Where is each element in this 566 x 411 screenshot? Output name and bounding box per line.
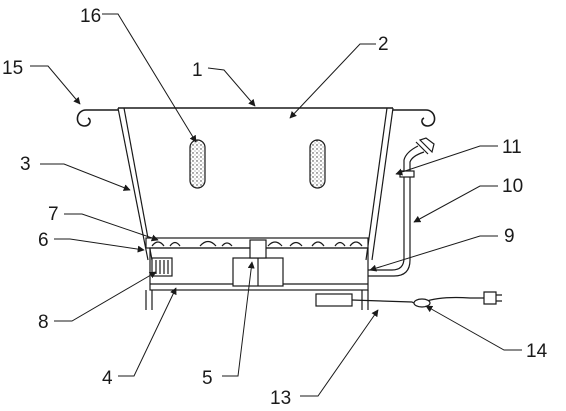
label-11: 11 <box>502 137 522 158</box>
leader-7 <box>64 213 159 242</box>
basin-inner-wall-right <box>365 107 388 261</box>
label-8: 8 <box>38 312 49 333</box>
left-leg <box>145 290 153 310</box>
outlet-elbow <box>403 145 425 171</box>
label-7: 7 <box>48 204 59 225</box>
leader-8 <box>54 271 157 322</box>
label-3: 3 <box>20 154 31 175</box>
leader-5 <box>222 261 255 377</box>
label-6: 6 <box>38 230 49 251</box>
label-5: 5 <box>202 368 213 389</box>
left-handle <box>76 109 118 127</box>
control-box <box>315 293 353 307</box>
label-9: 9 <box>504 226 515 247</box>
outlet-nozzle <box>415 137 435 155</box>
leader-1 <box>207 67 256 107</box>
label-13: 13 <box>270 388 291 409</box>
return-pipe <box>368 176 405 271</box>
label-15: 15 <box>2 58 23 79</box>
leader-6 <box>54 238 145 253</box>
basin-outer-wall-left <box>117 107 149 261</box>
leader-13 <box>300 309 379 397</box>
pump-shaft <box>249 239 267 259</box>
leader-14 <box>425 305 522 351</box>
label-4: 4 <box>102 368 113 389</box>
label-1: 1 <box>192 60 203 81</box>
label-2: 2 <box>378 34 389 55</box>
vent-slot-right <box>309 139 326 189</box>
leader-10 <box>413 185 498 223</box>
label-10: 10 <box>502 176 523 197</box>
leader-9 <box>369 235 498 272</box>
stones <box>151 240 363 247</box>
right-handle <box>393 109 436 127</box>
leader-15 <box>30 65 81 105</box>
vent-slot-left <box>189 139 206 189</box>
basin-inner-wall-left <box>123 107 153 261</box>
label-14: 14 <box>526 341 548 362</box>
power-plug <box>483 291 502 305</box>
label-16: 16 <box>80 6 101 27</box>
leader-2 <box>289 43 376 119</box>
fan-grille <box>155 260 169 274</box>
leader-4 <box>118 287 177 377</box>
leader-3 <box>40 163 131 191</box>
basin-outer-wall-right <box>371 107 394 261</box>
leader-11 <box>395 145 498 176</box>
return-pipe-inner <box>368 176 411 277</box>
leader-16 <box>102 13 197 143</box>
cable-switch <box>413 298 431 308</box>
side-fan <box>151 257 173 277</box>
